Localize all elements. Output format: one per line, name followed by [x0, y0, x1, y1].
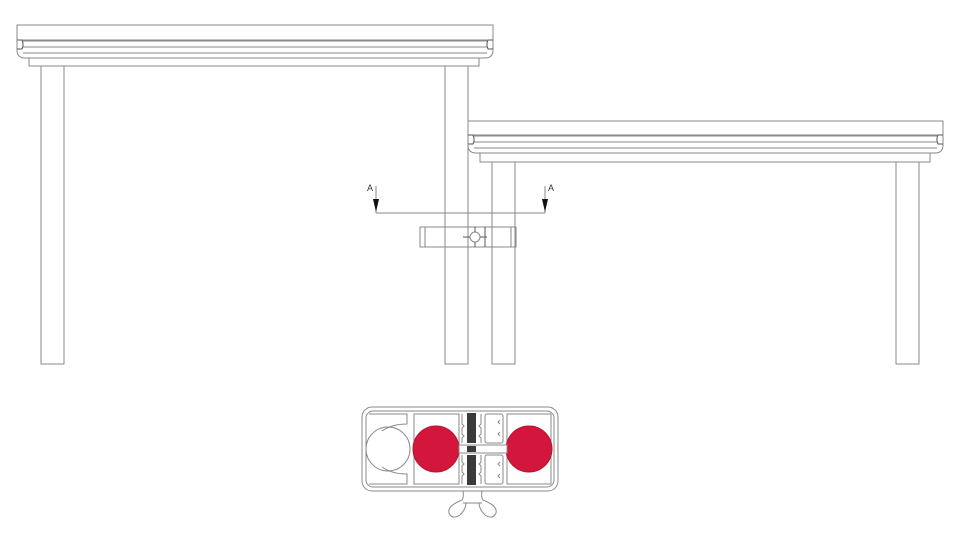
clamp-knob-icon [469, 231, 481, 243]
section-label-right: A [548, 183, 554, 193]
threaded-rod-upper [467, 413, 476, 443]
section-label-left: A [367, 183, 373, 193]
table-right [467, 120, 944, 365]
leg-section-right [505, 425, 553, 473]
wing-knob-icon [448, 490, 497, 518]
connector-clamp [419, 226, 517, 248]
right-table-leg-2 [895, 161, 920, 365]
right-table-leg-1 [491, 161, 516, 365]
section-a-a-detail [361, 406, 559, 518]
left-table-leg-1 [40, 65, 65, 365]
left-table-leg-2 [444, 65, 469, 365]
threaded-rod-lower [467, 455, 476, 485]
table-left [16, 24, 494, 365]
left-table-apron [28, 58, 480, 67]
section-line-a-a: A A [367, 183, 554, 214]
leg-section-left [412, 425, 460, 473]
right-table-apron [479, 153, 931, 163]
section-arrow-right-icon [542, 199, 548, 212]
right-table-top [467, 120, 944, 154]
section-arrow-left-icon [373, 199, 379, 212]
left-table-top [16, 24, 494, 59]
empty-leg-pocket [365, 426, 411, 472]
